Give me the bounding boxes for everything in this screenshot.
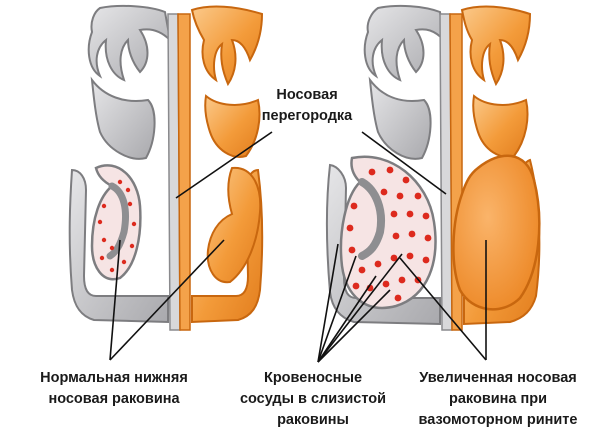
label-blood-vessels: Кровеносные сосуды в слизистой раковины	[228, 368, 398, 431]
label-normal-concha-line-1: Нормальная нижняя	[40, 370, 188, 386]
upper-orange-turbinates-right	[460, 5, 532, 158]
leader-normal-1	[109, 239, 121, 361]
blood-vessels-enlarged	[346, 166, 432, 302]
leader-septum-right	[361, 131, 447, 195]
label-enlarged-concha-line-2: раковина при	[448, 391, 548, 407]
label-nasal-septum-line-1: Носовая	[276, 87, 338, 103]
normal-concha-gray-side	[68, 164, 169, 324]
normal-nasal-cavity	[68, 4, 264, 331]
label-blood-vessels-line-2: сосуды в слизистой	[239, 391, 387, 407]
leader-vessels-1	[317, 255, 357, 363]
leader-vessels-4	[317, 253, 403, 363]
enlarged-nasal-cavity	[326, 4, 541, 331]
upper-gray-turbinates-left	[87, 4, 172, 160]
label-enlarged-concha-line-3: вазомоторном рините	[418, 412, 578, 428]
leader-vessels-5	[317, 243, 339, 363]
label-blood-vessels-line-1: Кровеносные	[263, 370, 363, 386]
label-nasal-septum-line-2: перегородка	[261, 108, 353, 124]
leader-septum-left	[175, 131, 273, 199]
enlarged-concha-orange	[452, 154, 541, 311]
enlarged-concha-gray-side	[326, 155, 441, 326]
normal-concha-orange-side	[191, 166, 264, 324]
enlarged-concha-orange-side	[452, 154, 541, 326]
leader-vessels-3	[317, 289, 391, 363]
normal-concha-orange	[206, 166, 262, 284]
upper-gray-turbinates-right	[363, 4, 446, 160]
leader-vessels-2	[317, 275, 377, 363]
leader-lines	[109, 131, 487, 363]
leader-normal-2	[109, 239, 225, 361]
label-enlarged-concha-line-1: Увеличенная носовая	[419, 370, 577, 386]
label-enlarged-concha: Увеличенная носовая раковина при вазомот…	[396, 368, 600, 431]
label-normal-concha-line-2: носовая раковина	[48, 391, 180, 407]
label-blood-vessels-line-3: раковины	[277, 412, 349, 428]
label-normal-concha: Нормальная нижняя носовая раковина	[14, 368, 214, 410]
label-nasal-septum: Носовая перегородка	[232, 85, 382, 127]
leader-enlarged-2	[399, 257, 487, 361]
upper-orange-turbinates-left	[190, 5, 264, 158]
blood-vessels-normal	[97, 179, 137, 273]
nasal-septum-left	[167, 13, 191, 331]
